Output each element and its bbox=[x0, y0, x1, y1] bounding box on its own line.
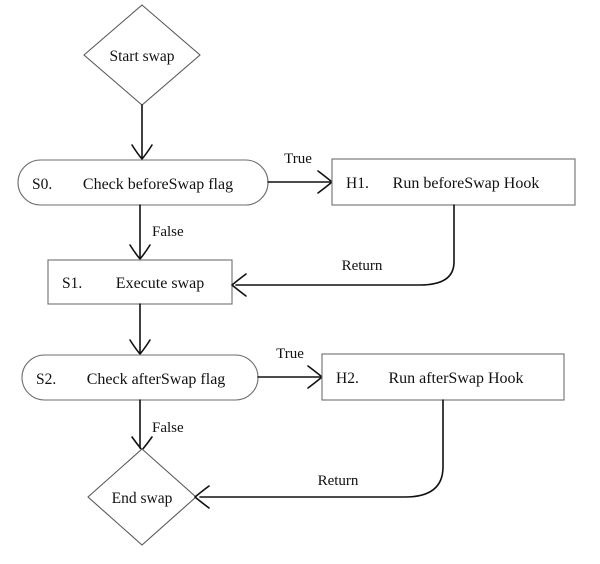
end-swap-diamond bbox=[87, 448, 197, 546]
edge-h1-return-s1-curve bbox=[235, 204, 455, 286]
h2-label: Run afterSwap Hook bbox=[388, 370, 523, 387]
arrow-head-down bbox=[131, 144, 153, 160]
edge-s2-false-end: False bbox=[131, 399, 184, 451]
end-swap-label: End swap bbox=[112, 490, 173, 507]
edge-start-to-s0 bbox=[131, 104, 153, 160]
edge-label-return-2: Return bbox=[318, 473, 359, 489]
edge-s0-false-s1: False bbox=[129, 204, 184, 260]
edge-h2-return-end: Return bbox=[194, 399, 444, 509]
node-s1-execute-swap[interactable]: S1. Execute swap bbox=[47, 259, 233, 305]
node-h1-run-beforeswap-hook[interactable]: H1. Run beforeSwap Hook bbox=[331, 158, 576, 206]
edge-h2-return-end-curve bbox=[199, 399, 444, 498]
edge-label-true-2: True bbox=[276, 346, 304, 362]
h1-label: Run beforeSwap Hook bbox=[393, 175, 540, 192]
edge-h1-return-s1: Return bbox=[231, 204, 455, 297]
node-h2-run-afterswap-hook[interactable]: H2. Run afterSwap Hook bbox=[321, 353, 565, 401]
edge-label-false-1: False bbox=[152, 224, 184, 240]
edge-label-true-1: True bbox=[284, 151, 312, 167]
edge-s2-true-h2: True bbox=[257, 346, 323, 389]
start-swap-label: Start swap bbox=[109, 48, 174, 65]
edge-s1-to-s2 bbox=[129, 303, 151, 355]
s1-id-label: S1. bbox=[62, 275, 82, 292]
node-s0-check-beforeswap[interactable]: S0. Check beforeSwap flag bbox=[17, 159, 269, 206]
arrow-head-down bbox=[129, 244, 151, 260]
s0-id-label: S0. bbox=[32, 176, 52, 193]
s2-label: Check afterSwap flag bbox=[87, 371, 226, 388]
edge-label-return-1: Return bbox=[342, 258, 383, 274]
arrow-head-down bbox=[129, 339, 151, 355]
node-start-swap[interactable]: Start swap bbox=[83, 4, 201, 106]
node-end-swap[interactable]: End swap bbox=[87, 448, 197, 546]
h2-id-label: H2. bbox=[336, 370, 359, 387]
edge-label-false-2: False bbox=[152, 420, 184, 436]
edge-s0-true-h1: True bbox=[267, 151, 333, 194]
arrow-head-down bbox=[131, 436, 153, 451]
h1-id-label: H1. bbox=[346, 175, 369, 192]
arrow-head-left bbox=[231, 273, 247, 297]
s1-label: Execute swap bbox=[116, 275, 204, 292]
node-s2-check-afterswap[interactable]: S2. Check afterSwap flag bbox=[21, 354, 259, 401]
arrow-head-left bbox=[194, 485, 210, 509]
s2-id-label: S2. bbox=[36, 371, 56, 388]
s0-label: Check beforeSwap flag bbox=[83, 176, 233, 193]
